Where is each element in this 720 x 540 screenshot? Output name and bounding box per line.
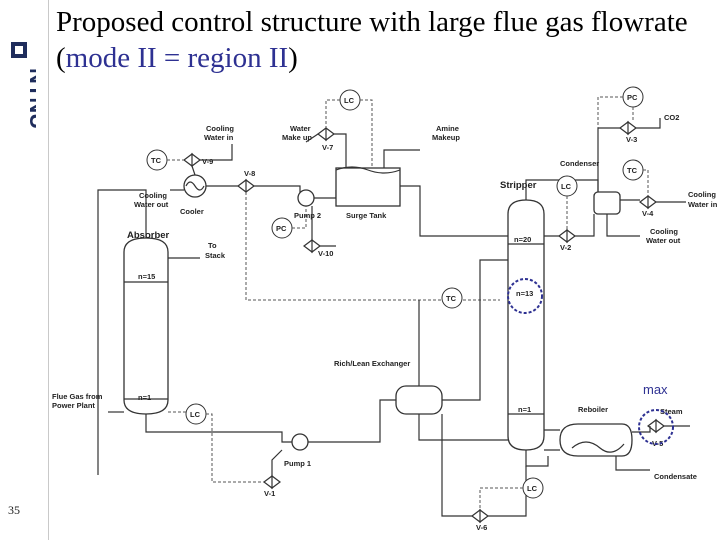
title-text: Proposed control structure with large fl… [56, 6, 688, 74]
lc-absorber-label: LC [190, 410, 201, 419]
to-stack-label-1: To [208, 241, 217, 250]
condensate-label: Condensate [654, 472, 697, 481]
valve-v7 [317, 126, 335, 142]
tc-condenser-label: TC [627, 166, 638, 175]
valve-v5 [647, 418, 665, 434]
sidebar: NTNU 35 [0, 0, 49, 540]
valve-v1 [263, 474, 281, 490]
surge-tank [335, 167, 401, 207]
pump-2 [297, 189, 315, 207]
valve-v6-label: V-6 [476, 523, 487, 532]
valve-v2-label: V-2 [560, 243, 571, 252]
cooler-label: Cooler [180, 207, 204, 216]
slide-title: Proposed control structure with large fl… [56, 4, 716, 76]
valve-v8-label: V-8 [244, 169, 255, 178]
valve-v4-label: V-4 [642, 209, 654, 218]
amine-makeup-label-1: Amine [436, 124, 459, 133]
pump-2-label: Pump 2 [294, 211, 321, 220]
reboiler [559, 423, 633, 457]
pump-1 [291, 433, 309, 451]
pc-top-right-label: PC [627, 93, 638, 102]
valve-v3-label: V-3 [626, 135, 637, 144]
reboiler-label: Reboiler [578, 405, 608, 414]
cond-cooling-water-in-label-1: Cooling [688, 190, 716, 199]
exchanger-label: Rich/Lean Exchanger [334, 359, 410, 368]
cooling-water-in-label-2: Water in [204, 133, 234, 142]
stripper-stage-top: n=20 [514, 235, 531, 244]
water-makeup-label-2: Make up [282, 133, 312, 142]
valve-v5-highlight [638, 409, 674, 445]
cooling-water-out-label-2: Water out [134, 200, 169, 209]
lc-top-label: LC [344, 96, 355, 105]
valve-v5-label: V-5 [652, 439, 663, 448]
steam-label: Steam [660, 407, 683, 416]
pc-pump-label: PC [276, 224, 287, 233]
valve-v7-label: V-7 [322, 143, 333, 152]
rich-lean-exchanger [395, 385, 443, 415]
flue-gas-label-1: Flue Gas from [52, 392, 103, 401]
absorber-column [123, 237, 169, 415]
cond-cooling-water-in-label-2: Water in [688, 200, 718, 209]
flue-gas-label-2: Power Plant [52, 401, 95, 410]
valve-v9-label: V-9 [202, 157, 213, 166]
stage-13-highlight [507, 278, 543, 314]
pump-1-label: Pump 1 [284, 459, 311, 468]
tc-cooler-label: TC [151, 156, 162, 165]
logo-text: NTNU [25, 68, 36, 129]
tc-mid-label: TC [446, 294, 457, 303]
absorber-stage-bottom: n=1 [138, 393, 151, 402]
valve-v1-label: V-1 [264, 489, 275, 498]
cond-cooling-water-out-label-1: Cooling [650, 227, 678, 236]
lc-reboiler-label: LC [527, 484, 538, 493]
ntnu-logo: NTNU [11, 42, 36, 129]
cond-cooling-water-out-label-2: Water out [646, 236, 681, 245]
valve-v10-label: V-10 [318, 249, 333, 258]
stripper-stage-bottom: n=1 [518, 405, 531, 414]
water-makeup-label-1: Water [290, 124, 311, 133]
cooling-water-out-label-1: Cooling [139, 191, 167, 200]
absorber-label: Absorber [127, 230, 170, 241]
stripper-label: Stripper [500, 180, 537, 191]
condenser [593, 191, 621, 215]
title-highlight: mode II = region II [65, 42, 289, 74]
valve-v8 [237, 178, 255, 194]
title-end: ) [288, 42, 298, 74]
valve-v2 [558, 228, 576, 244]
cooling-water-in-label-1: Cooling [206, 124, 234, 133]
lc-stripper-label: LC [561, 182, 572, 191]
valve-v6 [471, 508, 489, 524]
stripper-column [507, 199, 545, 451]
condenser-label: Condenser [560, 159, 599, 168]
co2-label: CO2 [664, 113, 679, 122]
valve-v3 [619, 120, 637, 136]
valve-v4 [639, 194, 657, 210]
tc-mid-controller [441, 287, 463, 309]
amine-makeup-label-2: Makeup [432, 133, 460, 142]
to-stack-label-2: Stack [205, 251, 226, 260]
slide-number: 35 [8, 503, 20, 517]
valve-v9 [183, 152, 201, 168]
absorber-stage-top: n=15 [138, 272, 155, 281]
max-label: max [643, 382, 668, 397]
stripper-stage-mid: n=13 [516, 289, 533, 298]
surge-tank-label: Surge Tank [346, 211, 387, 220]
valve-v10 [303, 238, 321, 254]
